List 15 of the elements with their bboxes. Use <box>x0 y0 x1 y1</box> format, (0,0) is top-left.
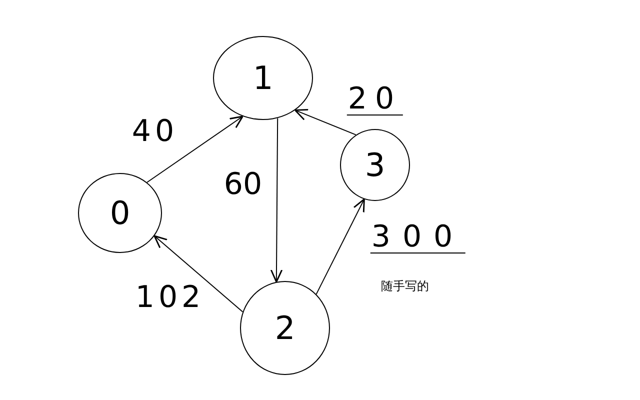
arrow <box>270 118 283 283</box>
edge-label: 300 <box>370 222 466 254</box>
arrow <box>146 116 244 183</box>
note-text: 随手写的 <box>381 278 429 294</box>
circle-node: 3 <box>340 129 410 201</box>
edge-label: 20 <box>346 84 404 116</box>
arrow <box>316 198 365 295</box>
edge-label: 60 <box>222 170 264 200</box>
circle-node: 2 <box>240 281 330 375</box>
circle-node: 0 <box>78 173 162 253</box>
circle-node: 1 <box>213 36 313 120</box>
edge-label: 40 <box>130 117 180 147</box>
arrow <box>154 235 244 312</box>
edge-label: 102 <box>134 283 206 313</box>
arrow <box>294 108 356 136</box>
